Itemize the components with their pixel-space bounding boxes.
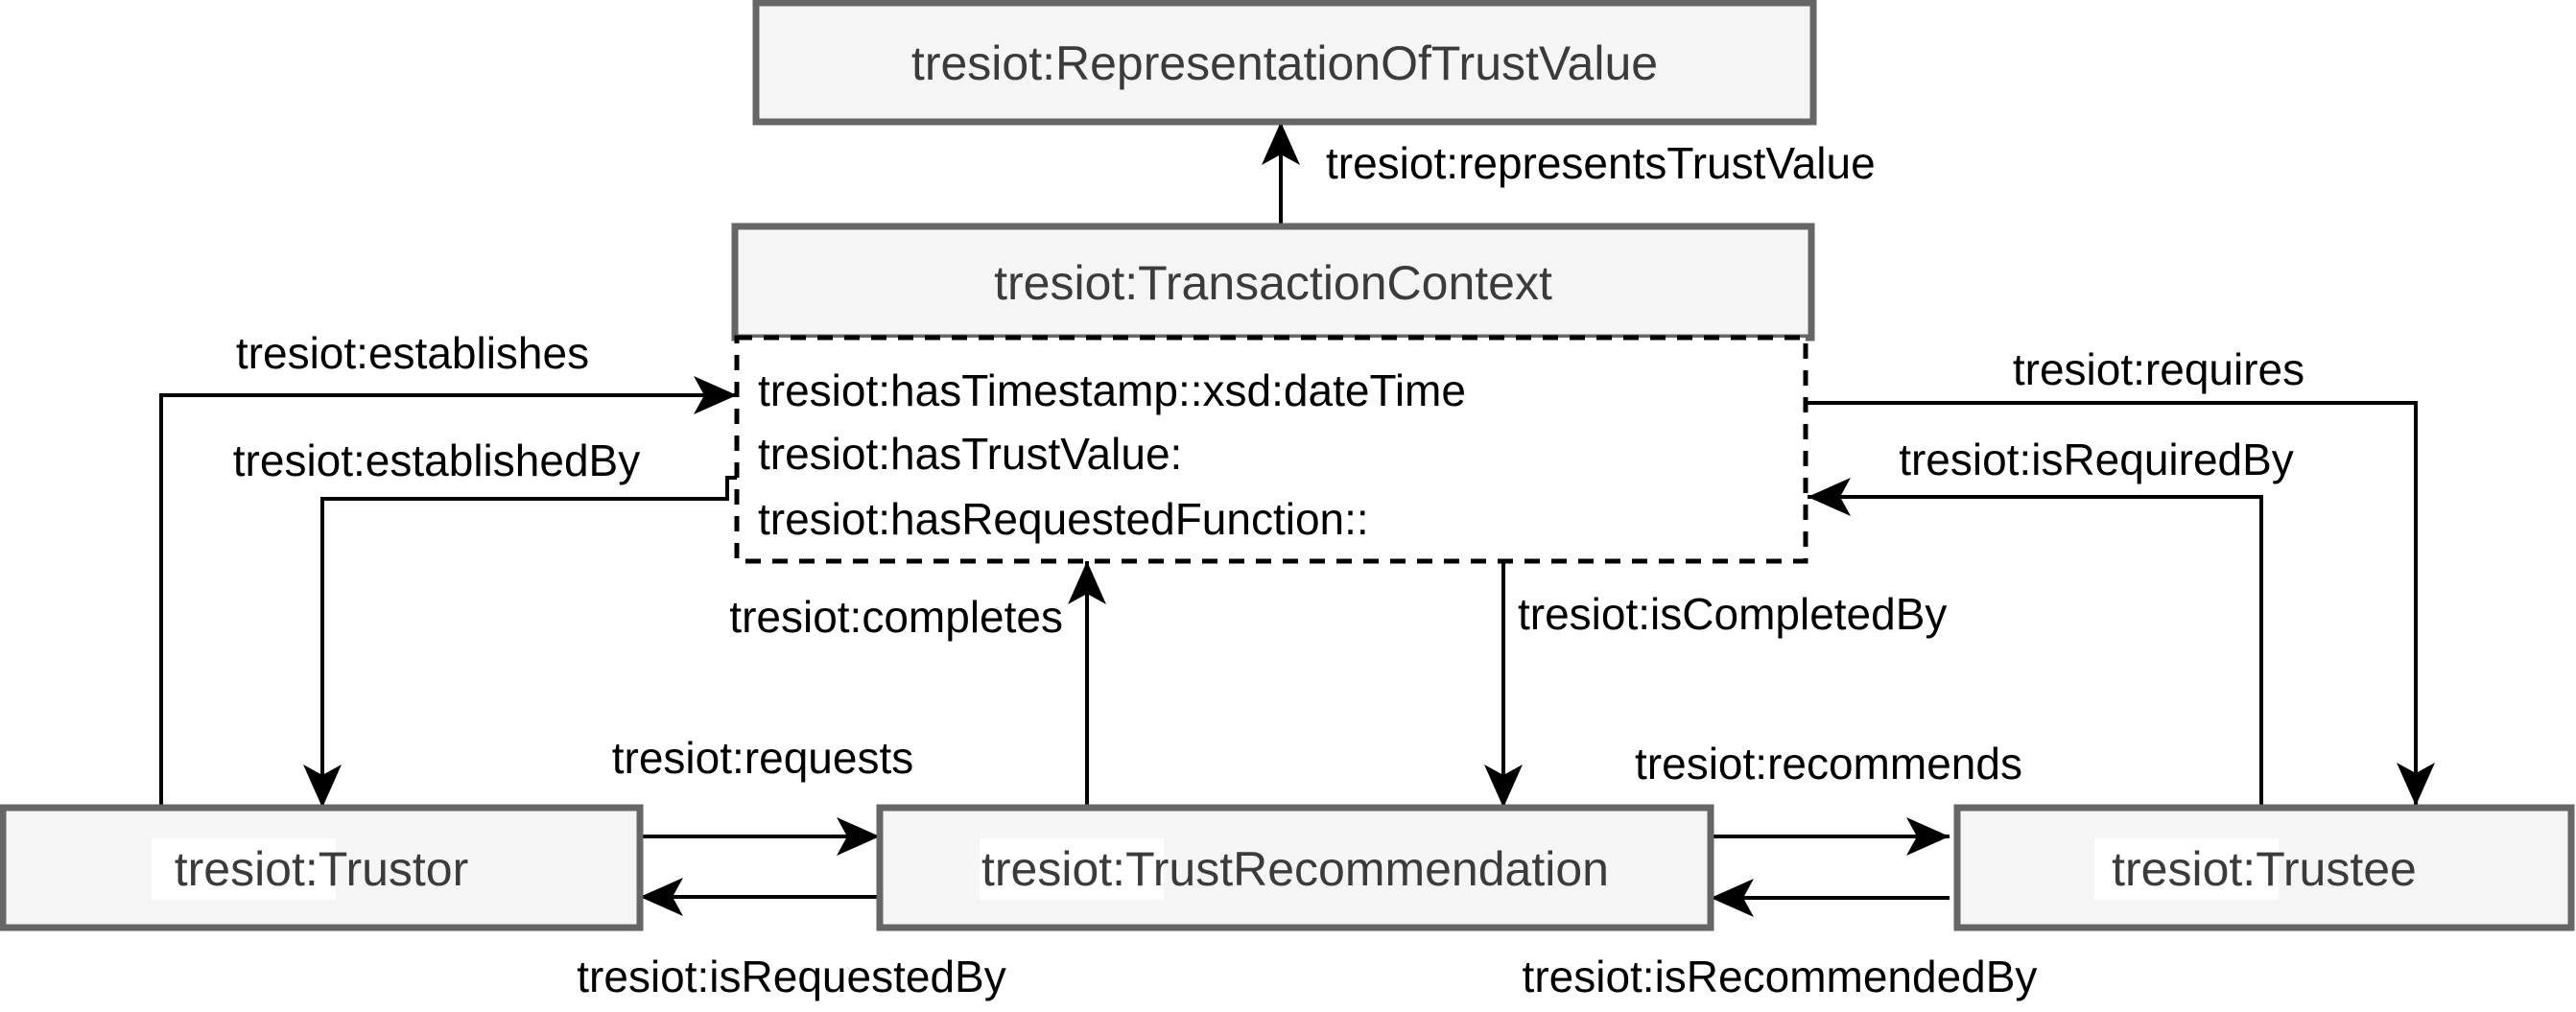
edge-establishes [159,376,737,808]
node-trustor-label: tresiot:Trustor [175,842,469,896]
label-requires: tresiot:requires [2013,344,2304,394]
trust-recommendation-label-highlight [980,838,1164,900]
label-completes: tresiot:completes [729,592,1063,642]
node-trust-recommendation-label: tresiot:TrustRecommendation [981,842,1609,896]
edge-labels-layer: tresiot:representsTrustValue tresiot:est… [233,138,2304,1001]
label-is-requested-by: tresiot:isRequestedBy [577,952,1005,1001]
label-established-by: tresiot:establishedBy [233,435,640,485]
edges-layer [159,122,2435,917]
node-transaction-context-label: tresiot:TransactionContext [994,256,1552,310]
trustee-label-highlight [2094,838,2279,900]
attribute-has-trust-value: tresiot:hasTrustValue: [758,429,1182,479]
node-representation-of-trust-value-label: tresiot:RepresentationOfTrustValue [911,36,1658,90]
attribute-has-requested-function: tresiot:hasRequestedFunction:: [758,494,1369,544]
nodes-layer: tresiot:RepresentationOfTrustValue tresi… [0,0,2575,931]
node-representation-of-trust-value-box [752,0,1817,126]
edge-established-by [303,476,737,808]
label-requests: tresiot:requests [612,733,913,783]
node-trustee-label: tresiot:Trustee [2112,842,2417,896]
node-transaction-context-box [731,223,1815,341]
label-is-completed-by: tresiot:isCompletedBy [1518,589,1947,639]
label-represents-trust-value: tresiot:representsTrustValue [1326,138,1876,188]
trustor-label-highlight [152,838,336,900]
label-is-recommended-by: tresiot:isRecommendedBy [1523,952,2038,1001]
transaction-context-attributes-box [734,335,1808,564]
label-recommends: tresiot:recommends [1635,739,2022,788]
edge-requires [1806,401,2435,806]
label-is-required-by: tresiot:isRequiredBy [1899,435,2294,484]
edge-is-required-by [1808,478,2263,806]
label-establishes: tresiot:establishes [236,328,589,378]
attribute-has-timestamp: tresiot:hasTimestamp::xsd:dateTime [758,365,1466,415]
